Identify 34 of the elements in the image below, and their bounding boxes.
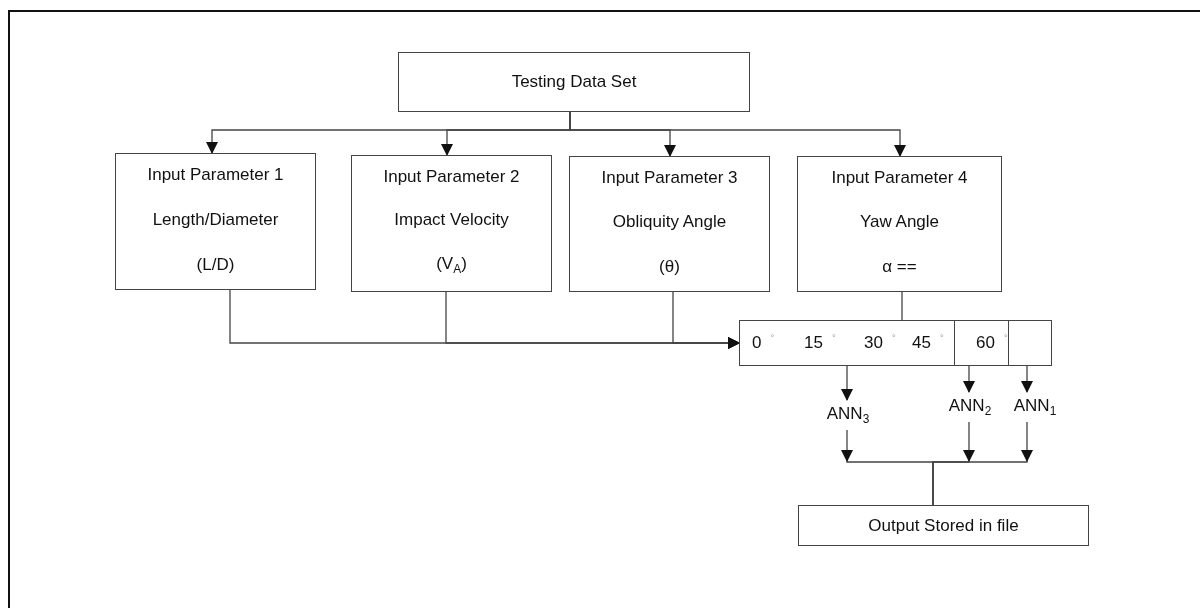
parameter-box [115,153,316,290]
box-text: Impact Velocity [394,209,509,231]
box-text: Output Stored in file [868,514,1019,537]
parameter-box [351,155,552,292]
angle-value: 0$^{°}$ [752,332,775,354]
box-text: Input Parameter 4 [831,167,968,189]
angle-range-box [739,320,1052,366]
arrow [841,365,853,401]
box-text: Input Parameter 1 [147,164,284,186]
box-text: Input Parameter 2 [383,166,520,188]
box-text: Obliquity Angle [612,211,727,233]
arrow [932,421,1033,506]
arrow [1021,365,1033,393]
process-box [398,52,750,112]
network-name: ANN$_{3}$ [826,402,870,428]
box-text: α == [882,255,917,277]
angle-value: 15$^{°}$ [804,332,836,354]
network-name: ANN$_{1}$ [1013,394,1057,420]
angle-value: 45$^{°}$ [912,332,944,354]
parameter-box [797,156,1002,292]
network-name: ANN$_{2}$ [948,394,992,420]
angle-value: 30$^{°}$ [864,332,896,354]
arrow [672,291,740,349]
box-text: Yaw Angle [859,211,940,233]
box-text: Length/Diameter [152,208,279,231]
angle-value: 60$^{°}$ [976,332,1008,354]
box-text: (V$_{A}$) [436,252,467,277]
box-text: (L/D) [196,253,235,275]
box-text: Input Parameter 3 [601,167,738,189]
box-text: (θ) [659,255,680,277]
parameter-box [569,156,770,292]
arrow [963,365,975,393]
output-box [798,505,1089,546]
box-text: Testing Data Set [511,71,637,93]
